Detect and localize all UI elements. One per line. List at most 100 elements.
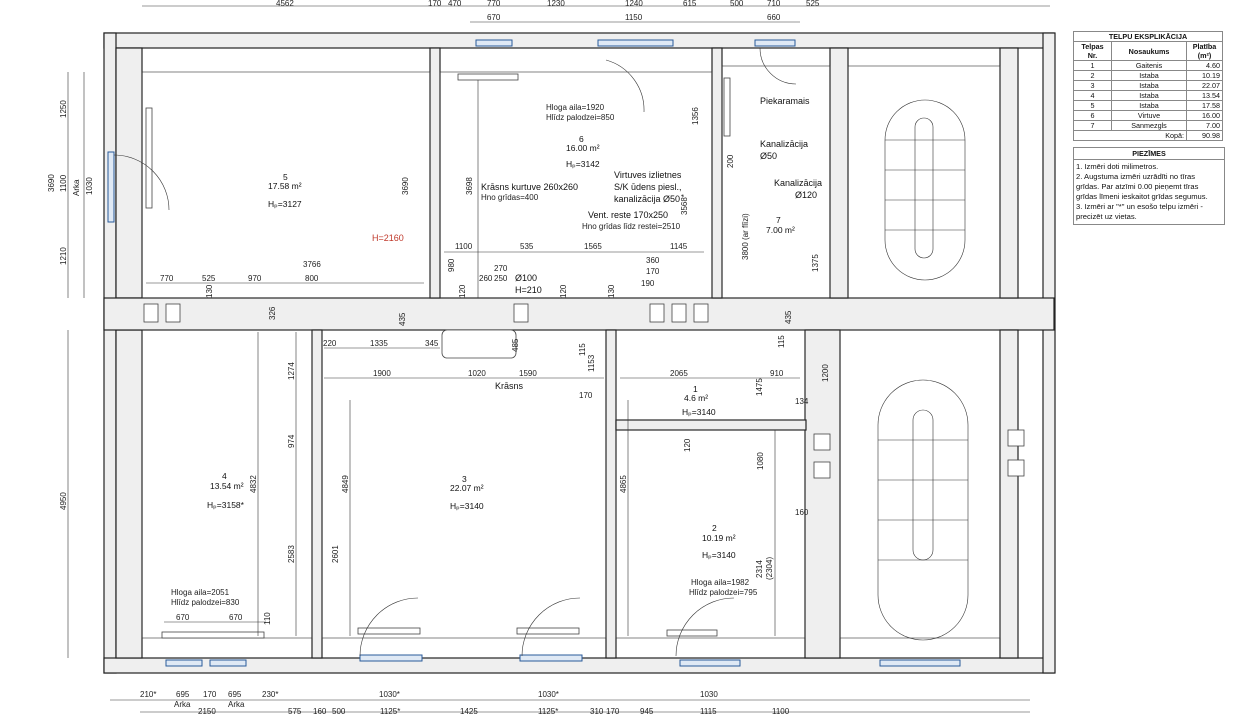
dim-int-670b: 670 xyxy=(229,613,243,622)
dim-int-970: 970 xyxy=(248,274,262,283)
dim-int-980: 980 xyxy=(447,258,456,272)
dim-int-4849: 4849 xyxy=(341,475,350,493)
dim-top-710: 710 xyxy=(767,0,781,8)
label-kanalizacija-1-d: Ø50 xyxy=(760,151,777,161)
dim-bot-1125a: 1125* xyxy=(380,707,400,716)
svg-text:5: 5 xyxy=(283,172,288,182)
svg-text:Hₚ=3140: Hₚ=3140 xyxy=(682,407,716,417)
label-piekaramais: Piekaramais xyxy=(760,96,810,106)
arka-left: Arka xyxy=(72,179,81,196)
label-win6-b: Hlīdz palodzei=850 xyxy=(546,113,615,122)
radiators xyxy=(145,73,731,639)
dim-int-800: 800 xyxy=(305,274,319,283)
note-line: 2. Augstuma izmēri uzrādīti no tīras xyxy=(1076,172,1196,181)
label-virtuve-3: kanalizācija Ø50 xyxy=(614,194,680,204)
room-label-7: 7 7.00 m² xyxy=(766,215,795,235)
dim-int-200: 200 xyxy=(726,154,735,168)
svg-text:Hₚ=3140: Hₚ=3140 xyxy=(702,550,736,560)
dim-int-3766: 3766 xyxy=(303,260,321,269)
dim-left-3690: 3690 xyxy=(47,174,56,192)
svg-text:2: 2 xyxy=(712,523,717,533)
svg-text:16.00 m²: 16.00 m² xyxy=(566,143,600,153)
dim-bot-230: 230* xyxy=(262,690,278,699)
dim-int-1335: 1335 xyxy=(370,339,388,348)
svg-text:10.19 m²: 10.19 m² xyxy=(702,533,736,543)
dim-int-485: 485 xyxy=(511,338,520,352)
dim-bot-1030b: 1030* xyxy=(538,690,559,699)
label-d2314: 2314 xyxy=(755,560,764,578)
svg-text:6: 6 xyxy=(579,134,584,144)
dim-int-120c: 120 xyxy=(683,438,692,452)
dim-int-3568: 3568* xyxy=(680,194,689,215)
dim-bot-310: 310 xyxy=(590,707,604,716)
dim-int-670a: 670 xyxy=(176,613,190,622)
svg-text:4.6 m²: 4.6 m² xyxy=(684,393,708,403)
dim-int-250: 250 xyxy=(494,274,508,283)
col-header-nr: Telpas Nr. xyxy=(1073,41,1112,61)
dim-int-2065: 2065 xyxy=(670,369,688,378)
dim-int-115b: 115 xyxy=(777,335,786,348)
label-d2304: (2304) xyxy=(765,557,774,580)
svg-text:22.07 m²: 22.07 m² xyxy=(450,483,484,493)
dim-int-190: 190 xyxy=(641,279,655,288)
dim-int-2583: 2583 xyxy=(287,545,296,563)
note-line: precizēt uz vietas. xyxy=(1076,212,1137,221)
room-outlines xyxy=(141,65,1001,639)
label-h210: H=210 xyxy=(515,285,542,295)
label-d3800: 3800 (ar flīzi) xyxy=(741,213,750,260)
dim-int-1565: 1565 xyxy=(584,242,602,251)
label-vent: Vent. reste 170x250 xyxy=(588,210,668,220)
stairs-upper xyxy=(884,99,966,281)
label-virtuve-2: S/K ūdens piesl., xyxy=(614,182,682,192)
dim-top-4562: 4562 xyxy=(276,0,294,8)
dim-int-435b: 435 xyxy=(784,310,793,324)
dim-int-326: 326 xyxy=(268,306,277,320)
room-label-5: 5 17.58 m² Hₚ=3127 xyxy=(268,172,302,209)
dim-int-1100: 1100 xyxy=(455,242,473,251)
dim-int-2601: 2601 xyxy=(331,545,340,563)
dim-int-1356: 1356 xyxy=(691,107,700,125)
dim-int-910: 910 xyxy=(770,369,784,378)
stairs-lower xyxy=(877,379,969,641)
label-win2-b: Hlīdz palodzei=795 xyxy=(689,588,758,597)
label-d100: Ø100 xyxy=(515,273,537,283)
svg-text:3: 3 xyxy=(462,474,467,484)
notes-title: PIEZĪMES xyxy=(1074,148,1224,160)
dim-int-134: 134 xyxy=(795,397,809,406)
label-krasns-kurtuve: Krāsns kurtuve 260x260 xyxy=(481,182,578,192)
dim-bot-1100: 1100 xyxy=(772,707,790,716)
dimension-lines xyxy=(67,5,1050,713)
dim-int-160: 160 xyxy=(795,508,809,517)
notes-box: PIEZĪMES 1. Izmēri doti milimetros. 2. A… xyxy=(1073,147,1225,225)
dim-top-615: 615 xyxy=(683,0,697,8)
interior-dimensions: 3690 3698 3766 770 525 970 800 130 1356 … xyxy=(160,107,830,625)
note-line: grīdas līmeni ieskaitot grīdas segumus. xyxy=(1076,192,1208,201)
svg-text:17.58 m²: 17.58 m² xyxy=(268,181,302,191)
label-win4-a: Hloga aila=2051 xyxy=(171,588,230,597)
label-win4-b: Hlīdz palodzei=830 xyxy=(171,598,240,607)
dim-int-4865: 4865 xyxy=(619,475,628,493)
dim-int-130a: 130 xyxy=(205,284,214,298)
dim-int-525: 525 xyxy=(202,274,216,283)
dim-bot-695a: 695 xyxy=(176,690,190,699)
dim-int-535: 535 xyxy=(520,242,534,251)
total-label: Kopā: xyxy=(1073,130,1187,141)
door-swings xyxy=(113,47,797,657)
dim-bot-1125b: 1125* xyxy=(538,707,558,716)
col-header-name: Nosaukums xyxy=(1111,41,1187,61)
svg-text:13.54 m²: 13.54 m² xyxy=(210,481,244,491)
dim-int-260: 260 xyxy=(479,274,493,283)
dim-bot-695b: 695 xyxy=(228,690,242,699)
dim-int-1590: 1590 xyxy=(519,369,537,378)
dim-top-770: 770 xyxy=(487,0,501,8)
dim-int-1080: 1080 xyxy=(756,452,765,470)
dim-left-1030: 1030 xyxy=(85,177,94,195)
label-win6-a: Hloga aila=1920 xyxy=(546,103,605,112)
dim-bot-500: 500 xyxy=(332,707,346,716)
table-total-row: Kopā: 90.98 xyxy=(1073,130,1223,141)
label-kanalizacija-2: Kanalizācija xyxy=(774,178,822,188)
dim-top-525: 525 xyxy=(806,0,820,8)
